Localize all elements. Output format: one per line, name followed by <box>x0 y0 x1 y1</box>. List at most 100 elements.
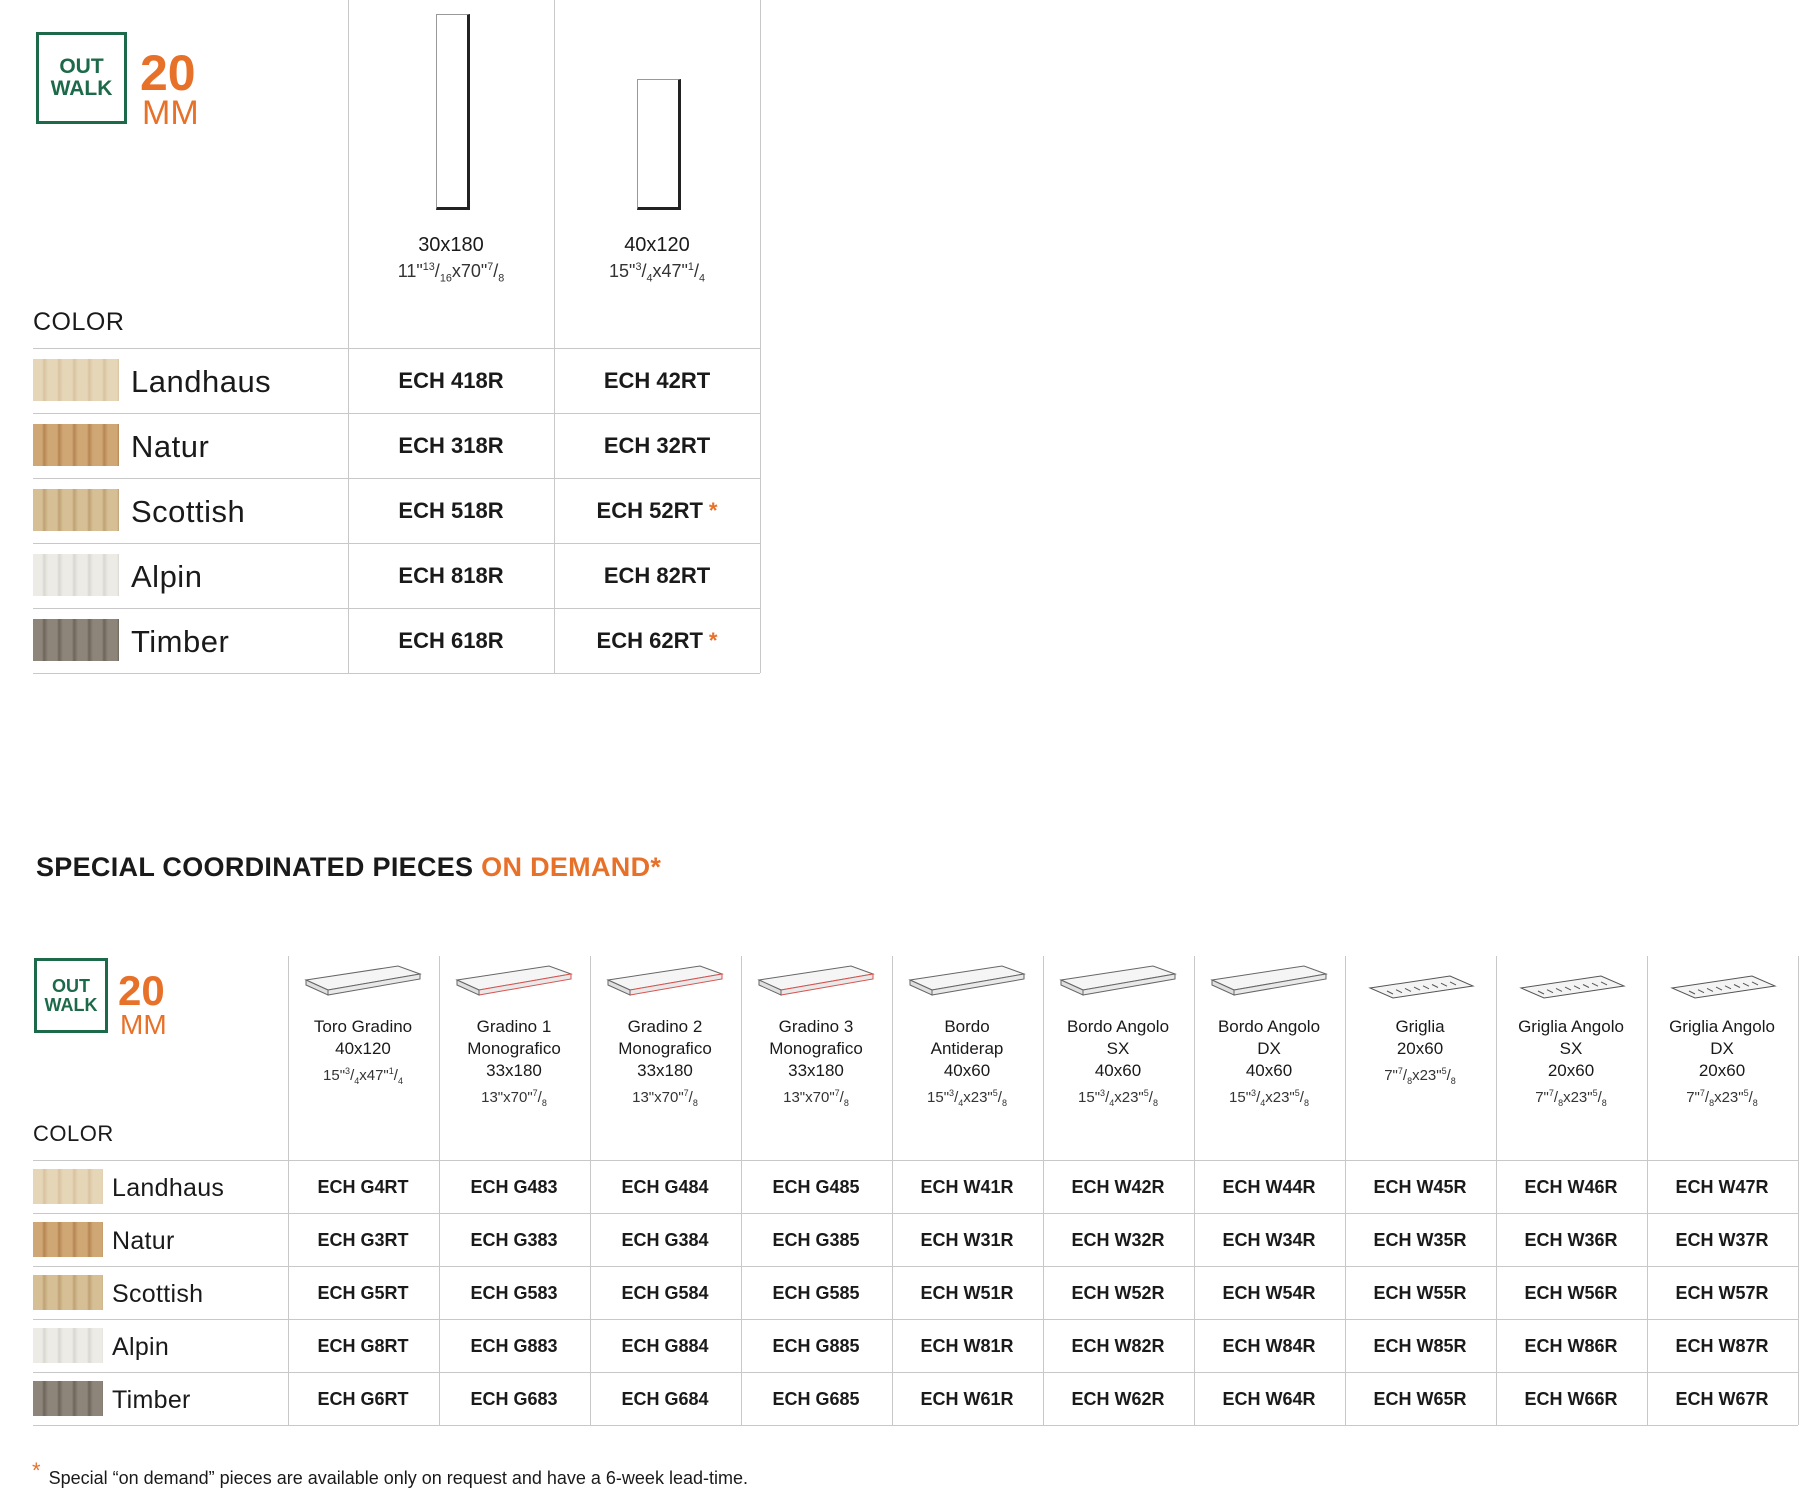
product-code: ECH W81R <box>920 1336 1014 1356</box>
header-line: 40x60 <box>943 1061 991 1080</box>
row-divider <box>33 543 760 544</box>
footnote-mark: * <box>32 1458 41 1483</box>
griglia-angolo-sx-icon <box>1519 975 1626 999</box>
header-line: 20x60 <box>1698 1061 1746 1080</box>
color-swatch <box>33 1222 103 1257</box>
product-code: ECH 62RT* <box>554 628 760 654</box>
row-divider <box>33 348 760 349</box>
product-code: ECH W32R <box>1071 1230 1165 1250</box>
header-line: Antiderap <box>930 1039 1004 1058</box>
product-code: ECH W82R <box>1071 1336 1165 1356</box>
product-code: ECH W31R <box>920 1230 1014 1250</box>
row-divider <box>33 1266 1798 1267</box>
header-imperial: 13"x70"7/8 <box>632 1088 698 1108</box>
logo-badge-2: OUT WALK <box>34 958 108 1033</box>
bordo-angolo-dx-icon <box>1210 965 1328 996</box>
logo-text-out: OUT <box>59 54 104 78</box>
color-name: Timber <box>131 624 230 659</box>
product-code: ECH W56R <box>1524 1283 1618 1303</box>
header-imperial: 13"x70"7/8 <box>481 1088 547 1108</box>
color-swatch <box>33 359 119 401</box>
t2-col-divider <box>1496 956 1497 1425</box>
size-imperial: 15"3/4x47"1/4 <box>609 261 705 285</box>
product-code: ECH W35R <box>1373 1230 1467 1250</box>
row-divider <box>33 1160 1798 1161</box>
griglia-angolo-dx-icon <box>1670 975 1777 999</box>
product-code: ECH 318R <box>348 433 554 459</box>
product-code: ECH 42RT <box>554 368 760 394</box>
header-line: SX <box>1559 1039 1583 1058</box>
header-line: 20x60 <box>1547 1061 1595 1080</box>
code-text: ECH 62RT <box>596 628 703 653</box>
t1-col-divider <box>348 0 349 673</box>
header-imperial: 15"3/4x23"5/8 <box>927 1088 1007 1108</box>
product-code: ECH W51R <box>920 1283 1014 1303</box>
product-code: ECH W54R <box>1222 1283 1316 1303</box>
t2-col-divider <box>439 956 440 1425</box>
header-line: Toro Gradino <box>313 1017 413 1036</box>
product-code: ECH W86R <box>1524 1336 1618 1356</box>
product-code: ECH G485 <box>772 1177 860 1197</box>
product-code: ECH 818R <box>348 563 554 589</box>
thickness-value-2: 20 <box>118 967 165 1014</box>
product-code: ECH G584 <box>621 1283 709 1303</box>
product-code: ECH W66R <box>1524 1389 1618 1409</box>
thickness-value: 20 <box>140 45 196 101</box>
product-code: ECH W87R <box>1675 1336 1769 1356</box>
code-text: ECH 42RT <box>603 368 711 393</box>
gradino-1-icon <box>455 965 573 996</box>
color-name: Alpin <box>112 1333 170 1361</box>
product-code: ECH W64R <box>1222 1389 1316 1409</box>
griglia-icon <box>1368 975 1475 999</box>
header-line: 20x60 <box>1396 1039 1444 1058</box>
code-text: ECH 32RT <box>603 433 711 458</box>
header-imperial: 15"3/4x23"5/8 <box>1229 1088 1309 1108</box>
header-line: Griglia Angolo <box>1669 1017 1775 1036</box>
logo-text-out-2: OUT <box>52 975 90 996</box>
header-line: Bordo Angolo <box>1066 1017 1170 1036</box>
color-swatch <box>33 554 119 596</box>
color-name: Natur <box>112 1227 175 1255</box>
product-code: ECH G685 <box>772 1389 860 1409</box>
color-swatch <box>33 1169 103 1204</box>
t2-col-divider <box>288 956 289 1425</box>
t2-col-divider <box>1798 956 1799 1425</box>
t2-col-divider <box>741 956 742 1425</box>
header-line: Monografico <box>467 1039 561 1058</box>
product-code: ECH G585 <box>772 1283 860 1303</box>
product-code: ECH W36R <box>1524 1230 1618 1250</box>
heading-main: SPECIAL COORDINATED PIECES <box>36 852 482 882</box>
product-code: ECH G883 <box>470 1336 558 1356</box>
product-code: ECH G8RT <box>317 1336 409 1356</box>
logo-badge: OUT WALK <box>36 32 127 124</box>
color-swatch <box>33 424 119 466</box>
row-divider <box>33 673 760 674</box>
product-code: ECH G6RT <box>317 1389 409 1409</box>
color-swatch <box>33 619 119 661</box>
toro-gradino-icon <box>304 965 422 996</box>
product-code: ECH G383 <box>470 1230 558 1250</box>
header-imperial: 7"7/8x23"5/8 <box>1535 1088 1607 1108</box>
header-line: Griglia Angolo <box>1518 1017 1624 1036</box>
header-imperial: 15"3/4x47"1/4 <box>323 1066 403 1086</box>
color-name: Scottish <box>131 494 246 529</box>
bordo-angolo-sx-icon <box>1059 965 1177 996</box>
product-code: ECH G483 <box>470 1177 558 1197</box>
thickness-unit: MM <box>142 94 199 132</box>
footnote-text: Special “on demand” pieces are available… <box>48 1468 748 1488</box>
product-code: ECH G683 <box>470 1389 558 1409</box>
product-code: ECH W37R <box>1675 1230 1769 1250</box>
header-line: DX <box>1710 1039 1734 1058</box>
header-line: Bordo Angolo <box>1217 1017 1321 1036</box>
color-name: Natur <box>131 429 210 464</box>
row-divider <box>33 1372 1798 1373</box>
product-code: ECH W34R <box>1222 1230 1316 1250</box>
header-line: 33x180 <box>486 1061 542 1080</box>
product-code: ECH W55R <box>1373 1283 1467 1303</box>
product-code: ECH W67R <box>1675 1389 1769 1409</box>
